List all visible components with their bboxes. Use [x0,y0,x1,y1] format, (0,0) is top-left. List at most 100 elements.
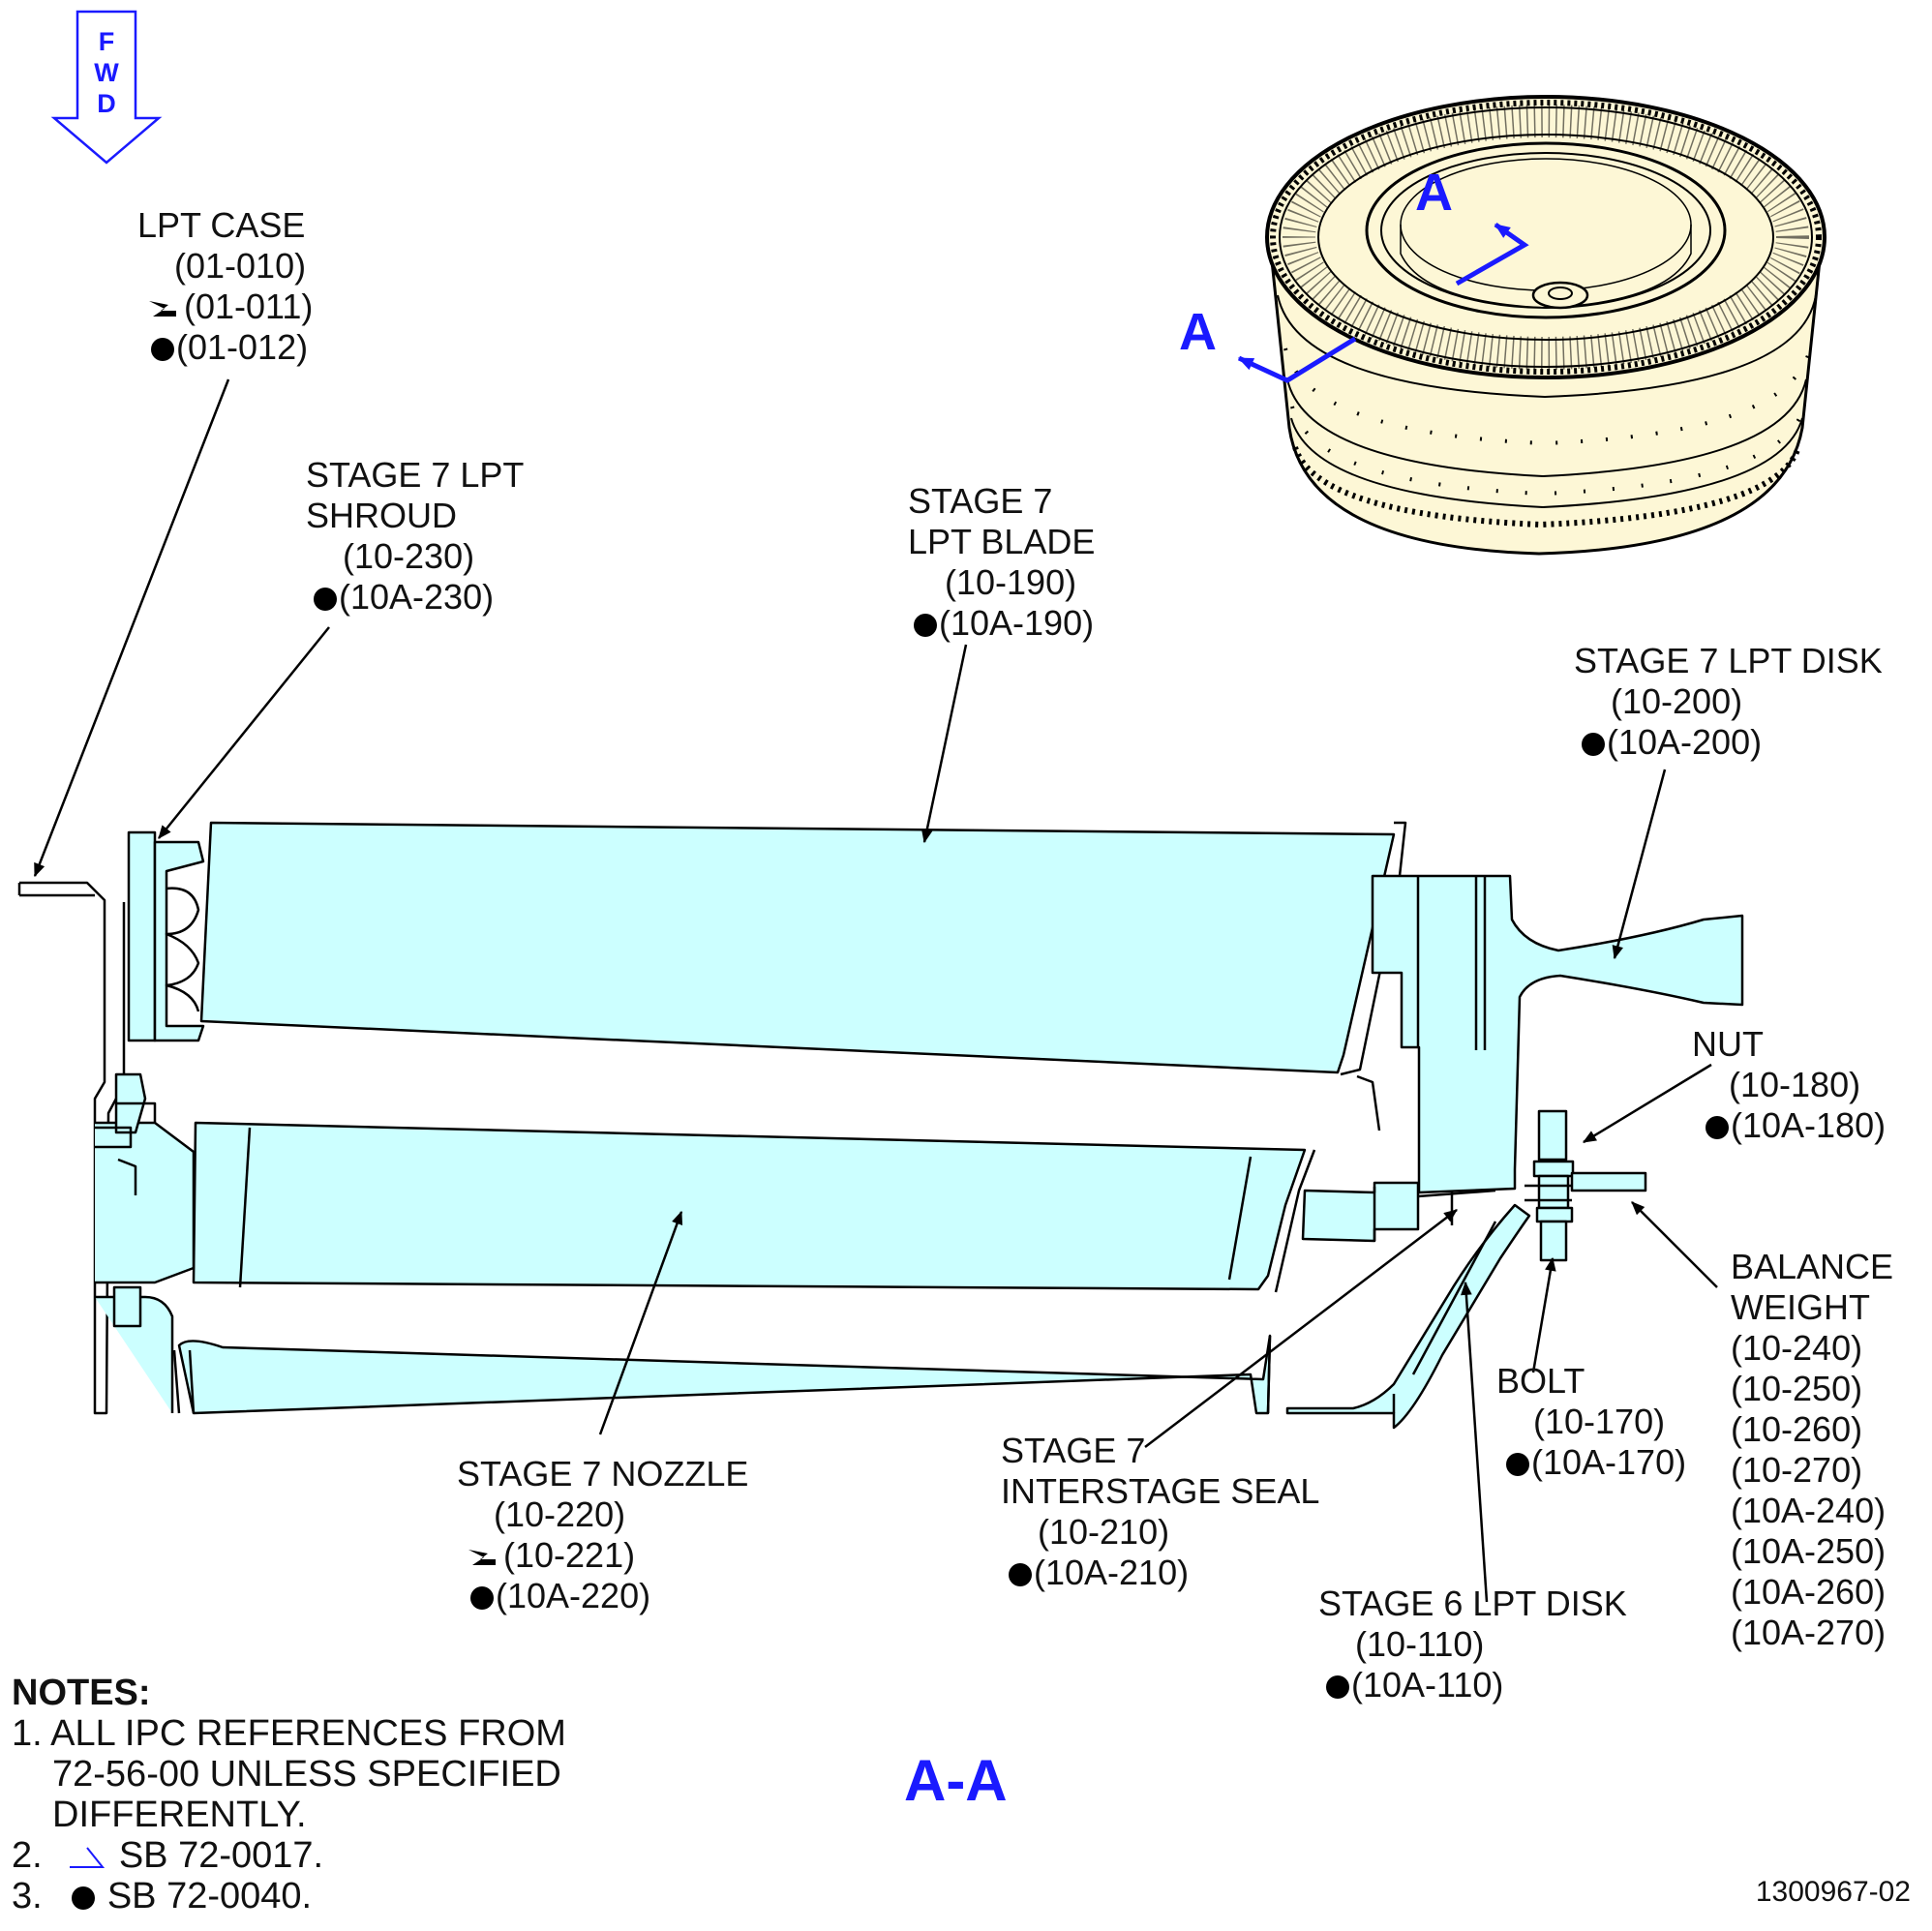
callout-ref: (10-221) [503,1535,636,1575]
notes-title: NOTES: [12,1673,151,1713]
callout-ref: (10A-240) [1731,1491,1887,1530]
callout-ref: (10A-270) [1731,1613,1887,1652]
sb-bullet-icon [1009,1563,1032,1586]
callout-ref: (10A-220) [496,1576,651,1615]
sb-flag-icon [468,1550,496,1565]
callout-stage7-lpt-disk: STAGE 7 LPT DISK (10-200) (10A-200) [1574,641,1883,763]
svg-text:W: W [94,58,119,87]
callout-ref-row: (10A-210) [1001,1553,1319,1593]
note-1-line-2: 72-56-00 UNLESS SPECIFIED [52,1754,561,1795]
note-3-number: 3. [12,1876,43,1916]
callout-ref: (10-200) [1611,681,1743,721]
callout-ref: (10-110) [1355,1624,1485,1664]
callout-nut: NUT (10-180) (10A-180) [1692,1024,1886,1146]
callout-name: SHROUD [306,496,458,535]
callout-name: WEIGHT [1731,1287,1870,1327]
callout-ref: (10A-110) [1351,1665,1504,1705]
sb-flag-outline-icon [70,1847,106,1868]
callout-ref-row: (10A-200) [1574,722,1883,763]
cut-letter-a-lower: A [1179,303,1217,361]
callout-lpt-case: LPT CASE (01-010) (01-011) (01-012) [137,205,313,368]
callout-ref: (10A-250) [1731,1531,1887,1571]
callout-ref: (10A-230) [339,577,495,617]
callout-ref: (10-210) [1038,1512,1170,1552]
callout-ref: (10A-190) [939,603,1095,643]
callout-ref: (10A-210) [1034,1553,1190,1592]
callout-stage7-interstage-seal: STAGE 7 INTERSTAGE SEAL (10-210) (10A-21… [1001,1431,1319,1593]
callout-stage6-lpt-disk: STAGE 6 LPT DISK (10-110) (10A-110) [1318,1584,1627,1705]
callout-ref-row: (10A-190) [908,603,1095,644]
cut-letter-a-upper: A [1415,164,1453,222]
sb-bullet-icon [1506,1453,1529,1476]
callout-ref: (10A-260) [1731,1572,1887,1612]
sb-bullet-icon [1326,1675,1349,1699]
callout-name: LPT CASE [137,205,306,245]
svg-text:D: D [97,89,116,118]
callout-name: STAGE 7 [908,481,1053,521]
sb-bullet-icon [151,338,174,361]
callout-stage7-lpt-blade: STAGE 7 LPT BLADE (10-190) (10A-190) [908,481,1095,644]
callout-ref: (10-220) [494,1494,626,1534]
callout-ref: (10-250) [1731,1369,1863,1408]
fwd-arrow-icon: F W D [50,10,163,165]
leader-lines [33,378,1718,1603]
callout-ref-row: (10-221) [457,1535,748,1576]
callout-ref-row: (10A-170) [1496,1442,1686,1483]
callout-ref: (10A-180) [1731,1105,1887,1145]
sb-bullet-icon [314,588,337,611]
sb-bullet-icon [72,1886,96,1910]
callout-balance-weight: BALANCE WEIGHT (10-240) (10-250) (10-260… [1731,1247,1893,1653]
section-title: A-A [904,1748,1008,1813]
callout-ref: (10A-200) [1607,722,1763,762]
callout-ref-row: (10A-220) [457,1576,748,1616]
note-2-text: SB 72-0017. [118,1835,324,1876]
note-1-line-3: DIFFERENTLY. [52,1795,307,1835]
callout-ref: (10-260) [1731,1409,1863,1449]
sb-bullet-icon [1706,1116,1729,1139]
callout-ref-row: (10A-180) [1692,1105,1886,1146]
callout-ref: (10A-170) [1531,1442,1687,1482]
callout-ref: (01-010) [174,246,307,286]
cross-section [17,821,1744,1430]
callout-ref: (10-270) [1731,1450,1863,1490]
callout-name: NUT [1692,1024,1764,1064]
callout-ref: (10-170) [1533,1402,1666,1441]
note-1-line-1: 1. ALL IPC REFERENCES FROM [12,1713,566,1754]
callout-ref: (01-011) [184,287,314,326]
notes-block: NOTES: 1. ALL IPC REFERENCES FROM 72-56-… [12,1673,566,1916]
callout-name: BALANCE [1731,1247,1894,1286]
sb-bullet-icon [914,614,937,637]
sb-bullet-icon [1582,733,1605,756]
sb-flag-icon [149,301,176,317]
callout-ref: (10-230) [343,536,475,576]
note-2-number: 2. [12,1835,43,1876]
callout-bolt: BOLT (10-170) (10A-170) [1496,1361,1686,1483]
callout-name: STAGE 6 LPT DISK [1318,1584,1627,1623]
callout-name: STAGE 7 LPT DISK [1574,641,1883,680]
callout-ref: (10-190) [945,562,1077,602]
callout-stage7-lpt-shroud: STAGE 7 LPT SHROUD (10-230) (10A-230) [306,455,524,618]
callout-ref-row: (10A-110) [1318,1665,1627,1705]
note-2: 2. SB 72-0017. [12,1835,566,1876]
svg-text:F: F [99,27,115,56]
callout-ref-row: (01-012) [137,327,313,368]
note-3: 3. SB 72-0040. [12,1876,566,1916]
callout-stage7-nozzle: STAGE 7 NOZZLE (10-220) (10-221) (10A-22… [457,1454,748,1616]
callout-ref: (10-180) [1729,1065,1861,1104]
drawing-number: 1300967-02 [1755,1876,1911,1908]
callout-name: STAGE 7 NOZZLE [457,1454,749,1494]
sb-bullet-icon [470,1586,494,1610]
callout-name: LPT BLADE [908,522,1096,561]
callout-name: STAGE 7 LPT [306,455,525,495]
callout-name: INTERSTAGE SEAL [1001,1471,1320,1511]
callout-name: STAGE 7 [1001,1431,1146,1470]
section-cut-lines [1237,222,1529,383]
isometric-module-view [1265,95,1826,556]
callout-ref-row: (01-011) [137,287,313,327]
callout-ref-row: (10A-230) [306,577,524,618]
callout-ref: (01-012) [176,327,309,367]
callout-name: BOLT [1496,1361,1585,1401]
note-3-text: SB 72-0040. [106,1876,313,1916]
